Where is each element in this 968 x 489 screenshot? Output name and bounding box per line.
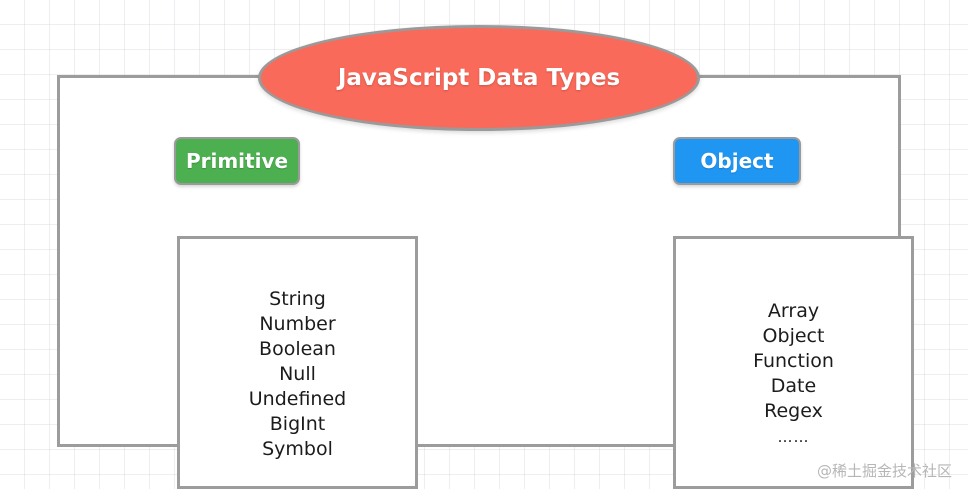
object-group-box: Array Object Function Date Regex …… xyxy=(673,236,914,489)
object-label-chip: Object xyxy=(673,137,801,185)
primitive-type-list: String Number Boolean Null Undefined Big… xyxy=(180,287,415,462)
list-item: BigInt xyxy=(269,413,326,435)
object-label-text: Object xyxy=(700,149,774,173)
list-item: String xyxy=(269,288,326,310)
list-item: Date xyxy=(770,375,817,397)
list-item: Symbol xyxy=(262,438,333,460)
list-item: Regex xyxy=(764,400,823,422)
list-item-ellipsis: …… xyxy=(777,428,810,446)
list-item: Boolean xyxy=(259,338,336,360)
list-item: Undefined xyxy=(248,388,347,410)
list-item: Array xyxy=(767,300,820,322)
page-title: JavaScript Data Types xyxy=(337,65,621,91)
object-type-list: Array Object Function Date Regex …… xyxy=(676,299,911,450)
diagram-title-ellipse: JavaScript Data Types xyxy=(258,25,700,131)
list-item: Number xyxy=(259,313,336,335)
primitive-label-text: Primitive xyxy=(185,149,289,173)
list-item: Object xyxy=(762,325,825,347)
list-item: Null xyxy=(279,363,316,385)
primitive-group-box: String Number Boolean Null Undefined Big… xyxy=(177,236,418,489)
watermark: @稀土掘金技术社区 xyxy=(816,462,952,480)
primitive-label-chip: Primitive xyxy=(174,137,300,185)
list-item: Function xyxy=(753,350,834,372)
